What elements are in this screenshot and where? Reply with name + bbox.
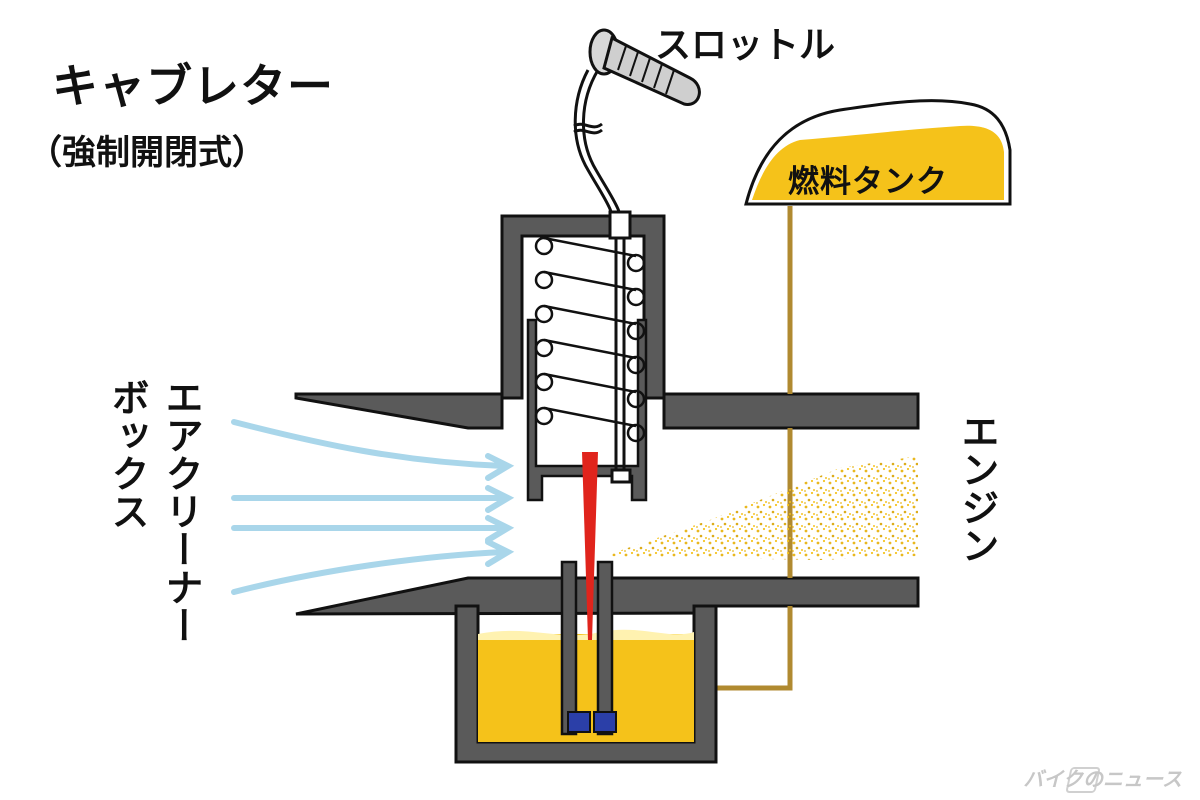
float-bowl xyxy=(454,604,718,764)
needle-jet xyxy=(560,560,617,736)
fuel-tank xyxy=(744,99,1012,206)
fuel-tank-label: 燃料タンク xyxy=(788,164,948,200)
throttle-cable xyxy=(573,69,632,484)
throttle-slide xyxy=(526,318,648,502)
page-title: キャブレター xyxy=(52,59,334,113)
intake-upper-wall xyxy=(294,392,920,430)
engine-label: エンジン xyxy=(955,412,999,564)
air-flow-arrows xyxy=(231,419,515,595)
fuel-line xyxy=(716,206,793,691)
return-spring xyxy=(534,236,646,443)
fuel-spray xyxy=(604,456,918,560)
air-cleaner-label-line2: ボックス xyxy=(105,378,149,530)
watermark: バイクのニュース xyxy=(1023,767,1182,791)
throttle-grip xyxy=(588,28,701,106)
jet-needle xyxy=(582,452,598,640)
page-subtitle: （強制開閉式） xyxy=(28,133,266,173)
air-cleaner-label-line1: エアクリーナー xyxy=(159,378,203,644)
throttle-label: スロットル xyxy=(655,25,836,66)
